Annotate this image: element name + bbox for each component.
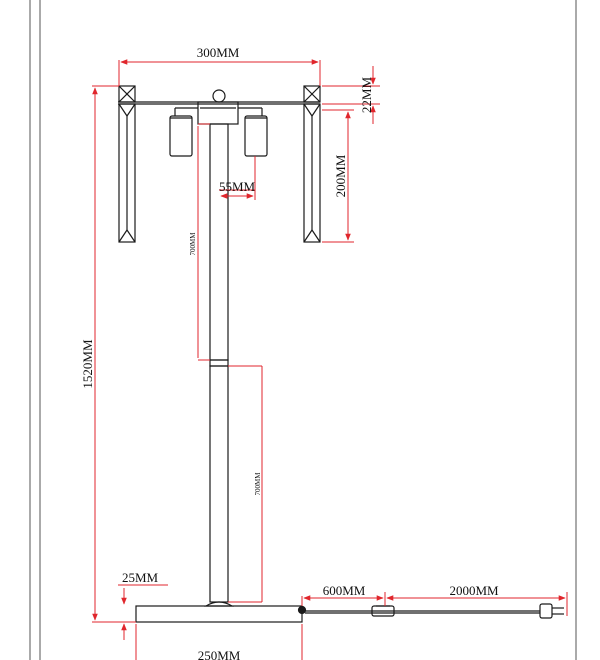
left-shade-column xyxy=(118,85,136,243)
lamp-outline xyxy=(118,85,564,623)
dimension-lines xyxy=(92,59,568,660)
dim-shade-drop: 200MM xyxy=(333,154,348,197)
dim-upper-pole: 700MM xyxy=(189,232,197,256)
dim-total-height: 1520MM xyxy=(80,339,95,389)
dim-shade-bar-height: 22MM xyxy=(359,77,374,114)
center-hub xyxy=(197,101,239,125)
dim-lower-pole: 700MM xyxy=(254,472,262,496)
lower-pole xyxy=(209,365,229,603)
lamp-base xyxy=(135,605,303,623)
dim-cord-to-plug: 2000MM xyxy=(449,583,499,598)
dim-socket-offset: 55MM xyxy=(219,179,256,194)
page-frame xyxy=(29,0,577,660)
upper-pole xyxy=(209,123,229,361)
pole-connector xyxy=(209,359,229,367)
cord-grommet xyxy=(297,605,307,615)
dim-base-width: 250MM xyxy=(198,648,241,660)
dim-base-thickness: 25MM xyxy=(122,570,159,585)
plug xyxy=(539,603,564,619)
left-socket xyxy=(169,115,193,157)
right-shade-column xyxy=(303,85,321,243)
right-socket xyxy=(244,115,268,157)
dim-cord-to-switch: 600MM xyxy=(323,583,366,598)
top-finial xyxy=(212,89,226,103)
dim-shade-width: 300MM xyxy=(197,45,240,60)
